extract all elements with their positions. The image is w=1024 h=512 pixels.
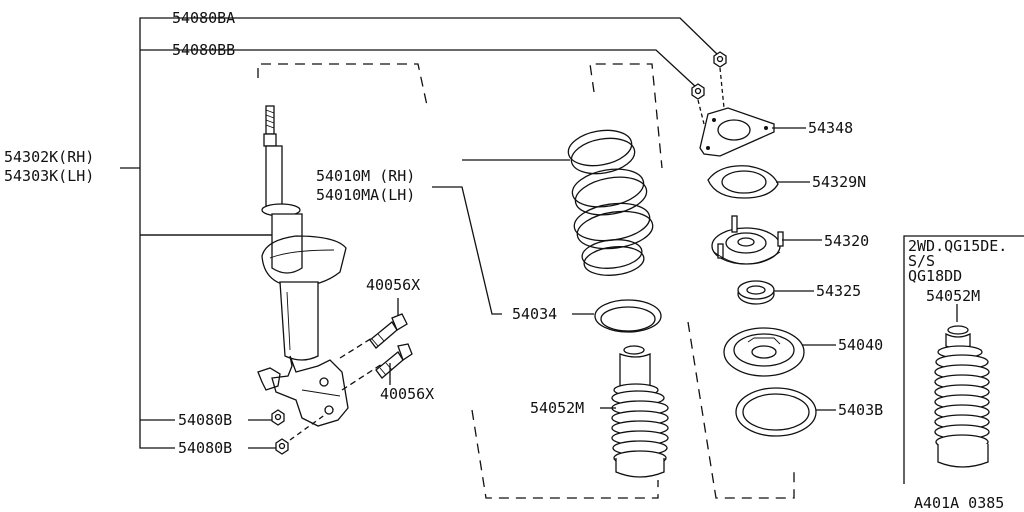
label-variant-part: 54052M	[926, 287, 980, 305]
label-strut-mount: 54320	[824, 232, 869, 250]
label-upper-seat: 54040	[838, 336, 883, 354]
label-spring-lh: 54010MA(LH)	[316, 186, 415, 204]
bound-bumper-drawing	[600, 345, 669, 478]
label-spring-rh: 54010M (RH)	[316, 167, 415, 185]
label-bolt-upper: 40056X	[366, 276, 420, 294]
strut-assembly-drawing	[140, 105, 349, 427]
label-spring-seat: 54034	[512, 305, 557, 323]
label-nut-lower: 54080B	[178, 439, 232, 457]
label-54080BA: 54080BA	[172, 9, 235, 27]
bolts-drawing	[339, 298, 413, 391]
top-mount-drawing	[691, 51, 836, 437]
variant-box-drawing	[903, 235, 1024, 484]
part-labels: 54080BA 54080BB 54302K(RH) 54303K(LH) 54…	[4, 9, 1007, 512]
label-variant-line2: S/S	[908, 252, 935, 270]
assembly-frame-lines	[257, 63, 795, 499]
label-54080BB: 54080BB	[172, 41, 235, 59]
label-strut-lh: 54303K(LH)	[4, 167, 94, 185]
label-strut-rh: 54302K(RH)	[4, 148, 94, 166]
strut-leader-lines	[120, 17, 719, 449]
label-bolt-lower: 40056X	[380, 385, 434, 403]
label-bound-bumper: 54052M	[530, 399, 584, 417]
label-variant-line1: 2WD.QG15DE.	[908, 237, 1007, 255]
label-variant-line3: QG18DD	[908, 267, 962, 285]
diagram-code: A401A 0385	[914, 494, 1004, 512]
label-mount-plate: 54348	[808, 119, 853, 137]
label-mount-gasket: 54329N	[812, 173, 866, 191]
lower-nuts-drawing	[271, 409, 327, 455]
label-nut-upper: 54080B	[178, 411, 232, 429]
spring-seat-drawing	[572, 299, 662, 333]
coil-spring-drawing	[567, 129, 654, 276]
spring-leader	[432, 159, 570, 315]
label-bearing: 54325	[816, 282, 861, 300]
label-rubber-seat: 5403B	[838, 401, 883, 419]
